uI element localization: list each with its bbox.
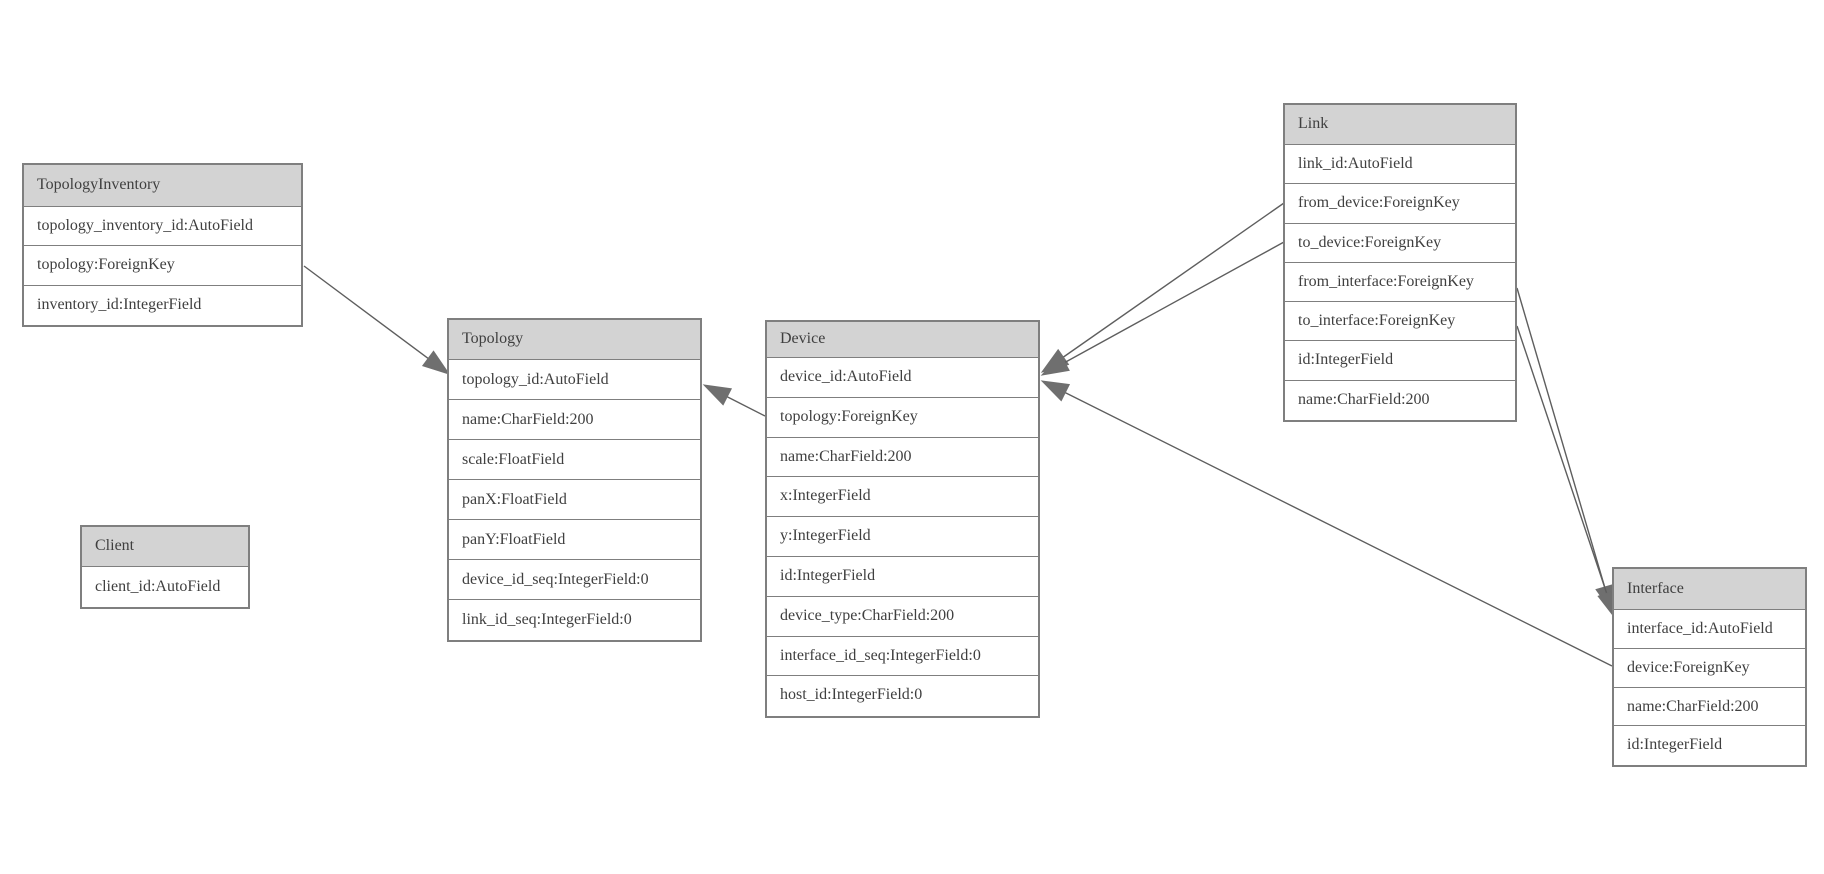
- relationship-line: [303, 265, 429, 360]
- entity-field-row: panY:FloatField: [449, 520, 700, 560]
- relationship-line: [1064, 241, 1285, 364]
- entity-title-interface: Interface: [1614, 569, 1805, 610]
- relationship-line: [1516, 325, 1608, 594]
- entity-field-row: topology:ForeignKey: [767, 397, 1038, 438]
- entity-field-row: device:ForeignKey: [1614, 648, 1805, 688]
- entity-title-client: Client: [82, 527, 248, 567]
- entity-field-row: to_interface:ForeignKey: [1285, 302, 1515, 342]
- entity-field-row: device_type:CharField:200: [767, 596, 1038, 637]
- entity-field-row: link_id_seq:IntegerField:0: [449, 600, 700, 640]
- entity-field-row: link_id:AutoField: [1285, 145, 1515, 185]
- relationship-line: [726, 396, 766, 417]
- entity-field-row: name:CharField:200: [767, 437, 1038, 478]
- entity-field-row: scale:FloatField: [449, 440, 700, 480]
- entity-title-topology: Topology: [449, 320, 700, 360]
- entity-title-device: Device: [767, 322, 1038, 358]
- relationship-line: [1516, 287, 1606, 588]
- entity-field-row: y:IntegerField: [767, 517, 1038, 557]
- arrowhead: [421, 350, 451, 375]
- entity-field-row: topology:ForeignKey: [24, 246, 301, 286]
- entity-field-row: client_id:AutoField: [82, 567, 248, 607]
- entity-field-row: from_device:ForeignKey: [1285, 184, 1515, 224]
- entity-field-row: to_device:ForeignKey: [1285, 223, 1515, 263]
- arrowhead: [1040, 353, 1070, 376]
- relationship-line: [1064, 392, 1613, 667]
- entity-field-row: name:CharField:200: [1285, 380, 1515, 421]
- entity-field-row: interface_id_seq:IntegerField:0: [767, 636, 1038, 677]
- entity-field-row: name:CharField:200: [1614, 687, 1805, 727]
- entity-title-link: Link: [1285, 105, 1515, 145]
- entity-field-row: panX:FloatField: [449, 480, 700, 520]
- entity-field-row: device_id:AutoField: [767, 358, 1038, 398]
- entity-field-row: id:IntegerField: [767, 556, 1038, 597]
- entity-field-row: device_id_seq:IntegerField:0: [449, 560, 700, 600]
- entity-field-row: x:IntegerField: [767, 477, 1038, 518]
- entity-field-row: id:IntegerField: [1614, 726, 1805, 766]
- entity-field-row: inventory_id:IntegerField: [24, 285, 301, 325]
- relationship-line: [1062, 202, 1285, 358]
- entity-field-row: id:IntegerField: [1285, 341, 1515, 381]
- entity-field-row: topology_id:AutoField: [449, 360, 700, 400]
- entity-field-row: from_interface:ForeignKey: [1285, 262, 1515, 303]
- entity-field-row: name:CharField:200: [449, 400, 700, 440]
- entity-field-row: interface_id:AutoField: [1614, 610, 1805, 649]
- arrowhead: [1040, 380, 1071, 402]
- entity-field-row: host_id:IntegerField:0: [767, 676, 1038, 717]
- entity-field-row: topology_inventory_id:AutoField: [24, 207, 301, 247]
- arrowhead: [702, 384, 733, 406]
- entity-title-topology-inventory: TopologyInventory: [24, 165, 301, 207]
